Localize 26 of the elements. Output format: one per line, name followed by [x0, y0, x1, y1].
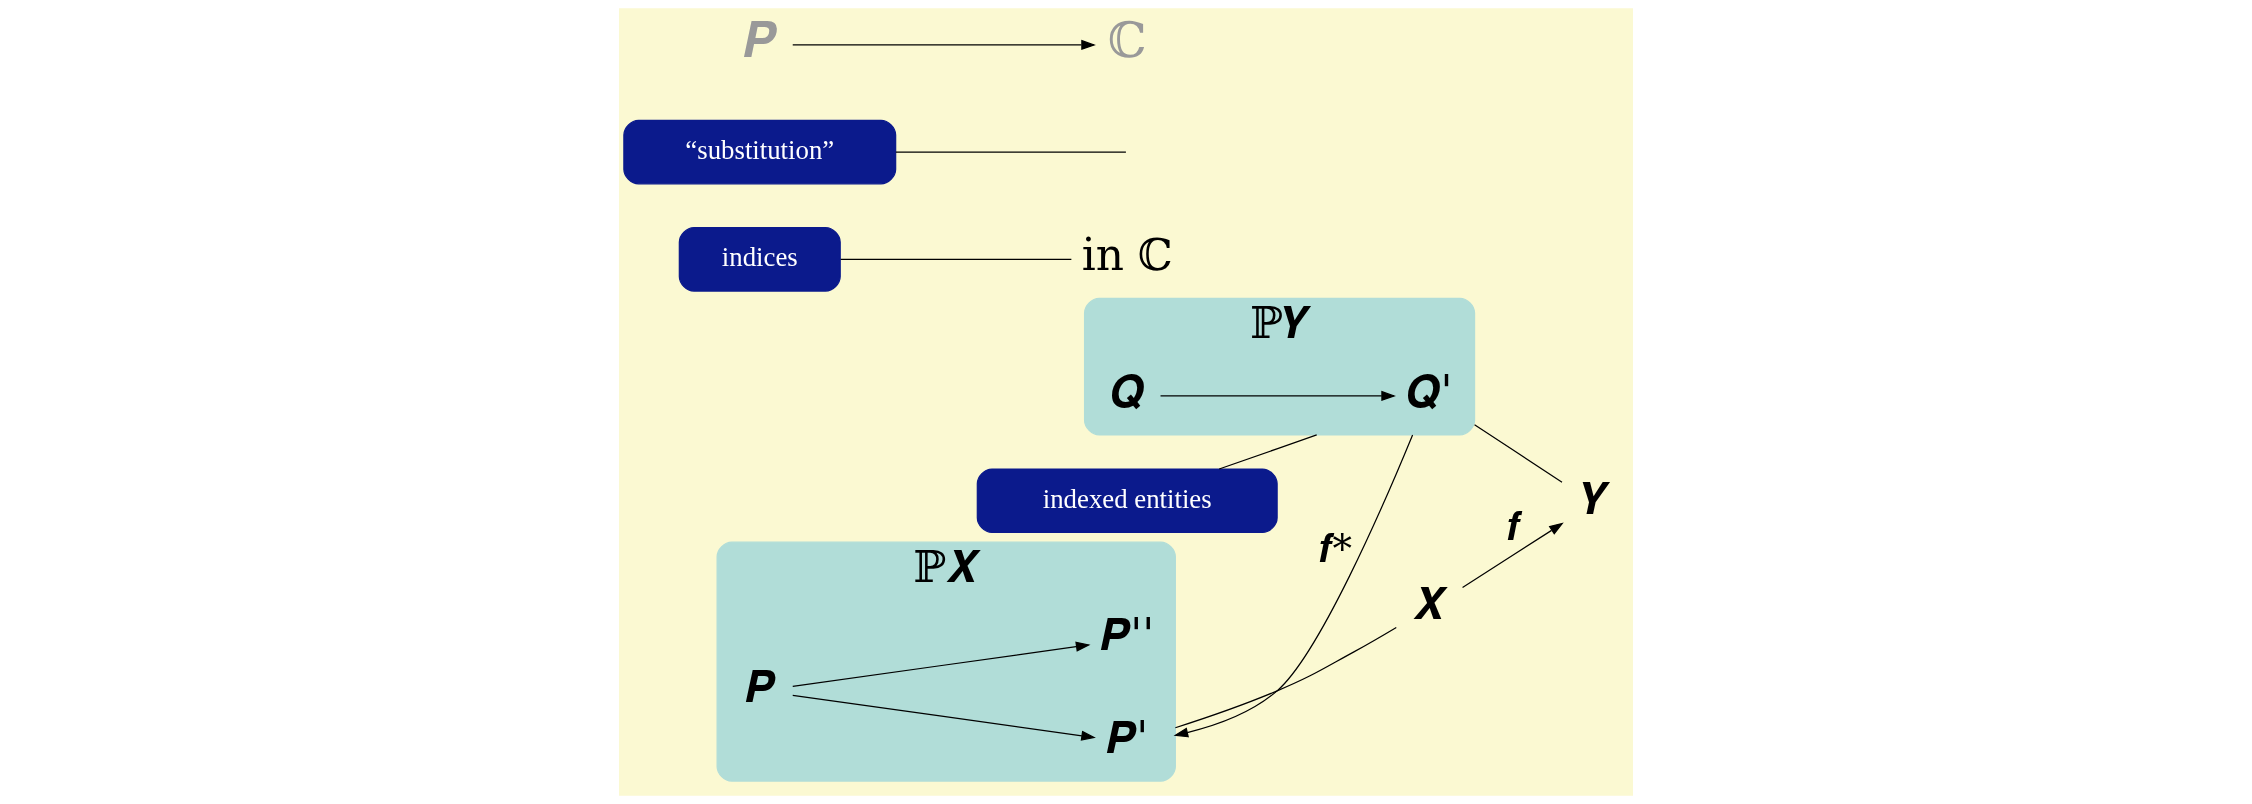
- node-text: 𝑷'': [1100, 609, 1155, 661]
- node-text: 𝑸': [1406, 365, 1453, 417]
- node-text: 𝑿: [1412, 577, 1446, 629]
- connector: [1174, 626, 1397, 729]
- arrow: [792, 641, 1091, 687]
- connector: [840, 258, 1072, 261]
- node-box: indexed entities: [976, 468, 1278, 533]
- arrow: [1461, 522, 1564, 589]
- edge-label: 𝒇: [1507, 504, 1521, 550]
- arrow: [1173, 434, 1414, 738]
- node-text: 𝒀: [1582, 472, 1609, 524]
- node-text: 𝑷: [744, 660, 775, 712]
- connector: [1218, 434, 1318, 470]
- node-text: 𝑷': [1106, 711, 1149, 763]
- node-text: in ℂ: [1081, 229, 1173, 281]
- node-text: 𝑷: [743, 12, 777, 69]
- arrow: [1159, 390, 1396, 402]
- connector: [895, 151, 1127, 153]
- arrow: [792, 694, 1096, 741]
- edge-label: 𝒇*: [1319, 526, 1352, 572]
- node-text: 𝑸: [1110, 365, 1145, 417]
- arrow: [792, 39, 1096, 51]
- node-text: ℂ: [1107, 12, 1147, 69]
- connector: [1473, 424, 1563, 483]
- node-box: indices: [678, 227, 841, 292]
- node-box: “substitution”: [623, 119, 897, 185]
